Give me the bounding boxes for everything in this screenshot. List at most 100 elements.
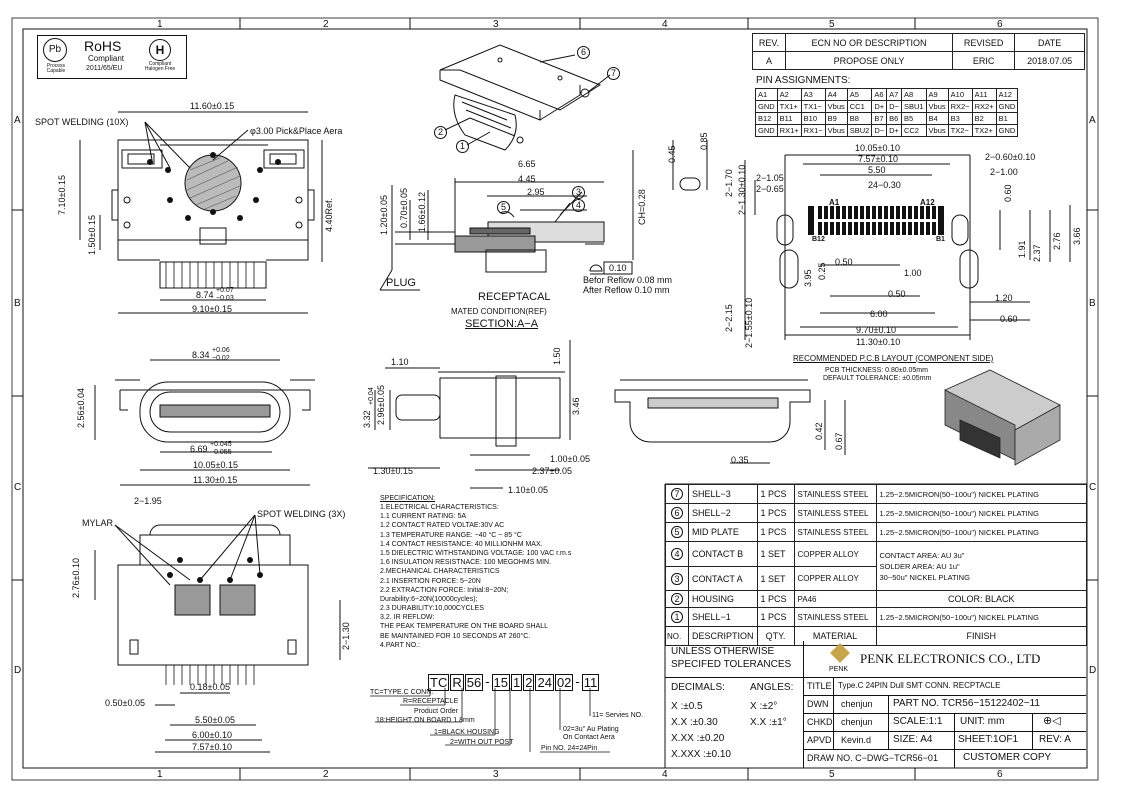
section-title: SECTION:A−A — [465, 318, 539, 330]
bom-qty: 1 PCS — [756, 484, 795, 504]
bom-no: 1 — [665, 607, 689, 627]
bom-finish: 1.25~2.5MICRON(50~100u") NICKEL PLATING — [875, 607, 1088, 627]
pin-cell: B4 — [925, 112, 949, 125]
dim-label: 1.66±0.12 — [417, 192, 427, 232]
dim-label: 2−0.65 — [756, 184, 784, 194]
pn-note: On Contact Aera — [563, 734, 615, 741]
dim-label: 9.70±0.10 — [856, 325, 896, 335]
dim-label: 3.66 — [1072, 227, 1082, 245]
dim-label: CH=0.28 — [637, 189, 647, 225]
dim-label: 0.25 — [817, 262, 827, 280]
bom-finish-contact: CONTACT AREA: AU 3u" SOLDER AREA: AU 1u"… — [875, 541, 1088, 591]
pcb-layout-title: RECOMMENDED P.C.B LAYOUT (COMPONENT SIDE… — [793, 354, 994, 363]
spec-line: SPECIFICATION: — [380, 495, 436, 502]
row-label: A — [1089, 115, 1096, 126]
dim-label: 1.00±0.05 — [550, 454, 590, 464]
dim-label: 1.10±0.05 — [508, 485, 548, 495]
dim-label: 0.50 — [888, 289, 906, 299]
before-reflow: Befor Reflow 0.08 mm — [583, 275, 673, 285]
dim-label: 10.05±0.15 — [193, 460, 238, 470]
tol-ang2: X.X :±1° — [750, 717, 787, 728]
tol-xx: X.X :±0.30 — [671, 717, 718, 728]
pin-cell: D− — [871, 124, 888, 137]
pin-cell: B5 — [900, 112, 927, 125]
callout-5: 5 — [497, 201, 510, 214]
pn-box: R — [450, 674, 464, 691]
row-label: C — [1089, 482, 1097, 493]
pin-cell: CC2 — [900, 124, 927, 137]
pn-sep: - — [575, 674, 580, 689]
pn-note: Product Order — [414, 708, 458, 715]
bom-no: 3 — [665, 566, 689, 591]
row-label: D — [1089, 665, 1097, 676]
dim-label: 11.30±0.10 — [856, 337, 901, 347]
bom-finish: COLOR: BLACK — [875, 590, 1088, 608]
pin-cell: GND — [995, 124, 1019, 137]
scale: SCALE:1:1 — [893, 716, 943, 727]
dim-label: 2−1.05 — [756, 173, 784, 183]
angles-label: ANGLES: — [750, 682, 794, 693]
pin-a12-label: A12 — [920, 198, 935, 207]
pin-cell: Vbus — [925, 100, 949, 113]
spec-line: 2.MECHANICAL CHARACTERISTICS — [380, 568, 500, 576]
callout-7: 7 — [607, 67, 620, 80]
pin-b12-label: B12 — [812, 236, 825, 243]
dim-label: 11.60±0.15 — [190, 101, 235, 111]
pin-cell: B8 — [846, 112, 873, 125]
projection-icon: ⊕◁ — [1043, 715, 1061, 727]
pin-cell: TX1+ — [776, 100, 802, 113]
dim-label: 1.30±0.15 — [373, 466, 413, 476]
bom-finish: 1.25~2.5MICRON(50~100u") NICKEL PLATING — [875, 484, 1088, 504]
rohs-compliant: Compliant — [88, 54, 125, 63]
back-view-drawing — [614, 379, 846, 464]
bom-qty: 1 SET — [756, 541, 795, 567]
decimals-label: DECIMALS: — [671, 682, 725, 693]
dim-label: 2.76 — [1052, 232, 1062, 250]
dim-label: 0.45 — [667, 145, 677, 163]
apvd-value: Kevin.d — [841, 735, 872, 745]
spec-line: Durability:6~20N(10000cycles); — [380, 595, 478, 603]
dim-label: 0.50 — [835, 257, 853, 267]
col-label: 2 — [323, 769, 329, 780]
pin-cell: A7 — [886, 88, 902, 101]
part-no: PART NO. TCR56−15122402−11 — [893, 698, 1040, 709]
specification-block: SPECIFICATION: 1.ELECTRICAL CHARACTERIST… — [380, 495, 660, 649]
dim-label: 7.57±0.10 — [192, 742, 232, 752]
pin-cell: A3 — [800, 88, 826, 101]
dim-label: 5.50 — [868, 165, 886, 175]
dim-label: 3.46 — [571, 397, 581, 415]
tol-xxx: X.XX :±0.20 — [671, 733, 725, 744]
pn-box: 11 — [581, 674, 600, 691]
chkd-value: chenjun — [841, 717, 873, 727]
dwn-value: chenjun — [841, 699, 873, 709]
pin-assignments-title: PIN ASSIGNMENTS: — [756, 75, 851, 86]
pin-cell: B11 — [776, 112, 802, 125]
tolerance-title-1: UNLESS OTHERWISE — [671, 646, 775, 657]
pin-cell: D+ — [886, 124, 902, 137]
pin-cell: A9 — [925, 88, 949, 101]
row-label: D — [14, 665, 22, 676]
dim-tol: −0.02 — [212, 355, 230, 362]
company-name: PENK ELECTRONICS CO., LTD — [860, 651, 1041, 666]
pin-cell: D+ — [871, 100, 888, 113]
finish-line: CONTACT AREA: AU 3u" — [879, 550, 965, 560]
draw-no: DRAW NO. C−DWG−TCR56−01 — [807, 753, 938, 763]
dim-label: 4.45 — [518, 174, 536, 184]
dwn-label: DWN — [807, 699, 829, 709]
dim-label: 1.50±0.15 — [87, 215, 97, 255]
revised-header: REVISED — [951, 33, 1016, 52]
date-header: DATE — [1014, 33, 1085, 52]
col-label: 4 — [662, 769, 668, 780]
pn-note: TC=TYPE.C CONN. — [370, 689, 434, 696]
spec-line: 2.3 DURABILITY:10,000CYCLES — [380, 605, 484, 613]
dim-tol: −0.03 — [216, 295, 234, 302]
pin-cell: B9 — [824, 112, 848, 125]
pin-cell: SBU1 — [900, 100, 927, 113]
apvd-label: APVD — [807, 735, 832, 745]
col-label: 3 — [493, 19, 499, 30]
bom-desc: HOUSING — [688, 590, 758, 608]
pin-cell: A1 — [755, 88, 778, 101]
bom-qty: 1 PCS — [756, 503, 795, 523]
col-label: 6 — [997, 19, 1003, 30]
pin-cell: TX1− — [800, 100, 826, 113]
